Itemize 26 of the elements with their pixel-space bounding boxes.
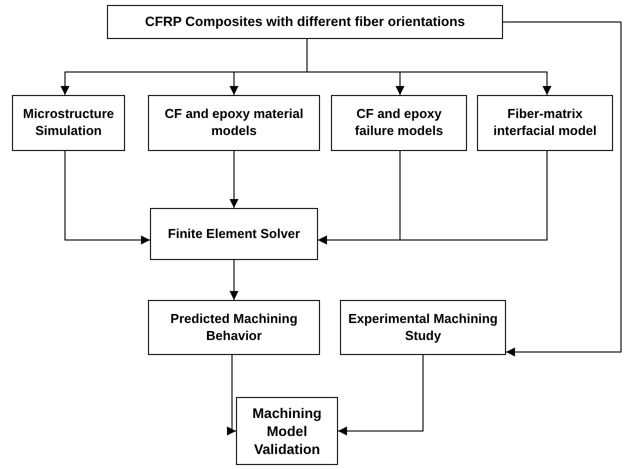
process-box [148,300,320,355]
box-label: CFRP Composites with different fiber orientations [144,13,466,31]
result-box [236,397,338,465]
box-label: Finite Element Solver [166,226,302,242]
process-box [12,95,125,151]
arrow [230,150,238,208]
process-box [477,95,613,151]
arrow [64,150,150,244]
arrow [318,150,548,244]
arrow [227,354,236,436]
box-label: Microstructure Simulation [22,106,116,140]
process-box [107,5,503,39]
box-label: CF and epoxy failure models [354,106,444,140]
process-box [331,95,467,151]
process-box [150,208,318,260]
box-label: Experimental Machining Study [347,310,499,344]
process-box [340,300,506,355]
arrow [338,354,424,436]
box-label: Machining Model Validation [251,404,323,458]
arrow [230,260,238,300]
box-label: CF and epoxy material models [164,106,304,140]
arrow [502,22,622,356]
box-label: Predicted Machining Behavior [169,310,299,344]
process-box [148,95,320,151]
arrow [306,38,552,96]
box-label: Fiber-matrix interfacial model [492,106,598,140]
